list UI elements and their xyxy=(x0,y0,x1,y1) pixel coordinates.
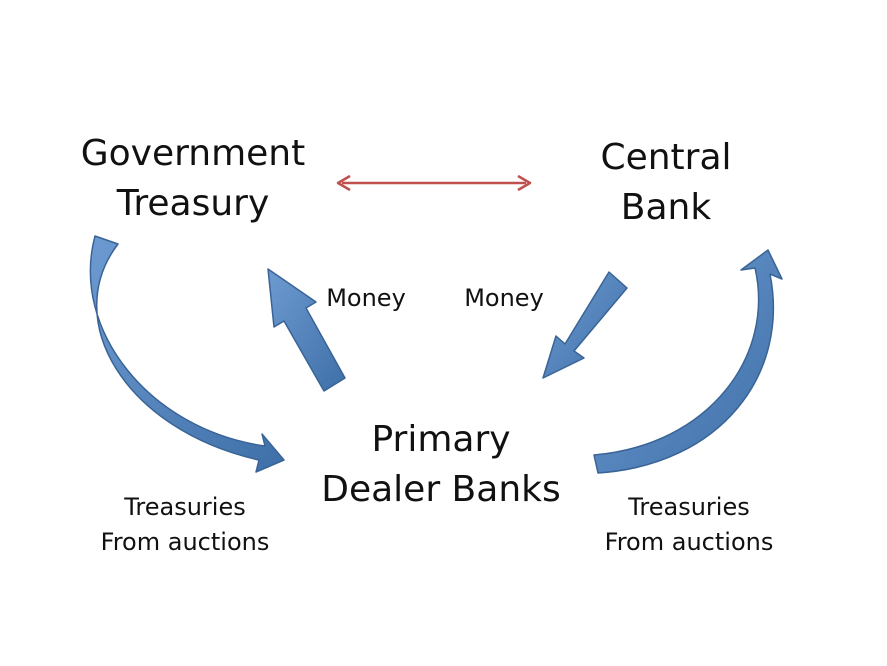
money-to-dealers-arrow xyxy=(542,271,628,379)
primary-dealer-banks-line2: Dealer Banks xyxy=(321,469,561,510)
primary-dealer-banks-line1: Primary xyxy=(371,419,511,460)
money-to-treasury-arrow xyxy=(267,268,346,392)
money-to-dealers-text: Money xyxy=(464,284,544,312)
treasury-centralbank-link-arrow xyxy=(336,174,532,192)
central-bank-line1: Central xyxy=(600,137,732,178)
money-to-treasury-text: Money xyxy=(326,284,406,312)
central-bank-line2: Bank xyxy=(620,187,712,228)
government-treasury-line1: Government xyxy=(80,133,306,174)
treasuries-right-line1: Treasuries xyxy=(628,493,750,521)
central-bank-label: Central Bank xyxy=(586,133,746,233)
government-treasury-label: Government Treasury xyxy=(72,129,314,229)
treasuries-to-dealers-curve-arrow xyxy=(89,235,285,473)
money-to-treasury-label: Money xyxy=(318,281,414,316)
treasuries-left-line1: Treasuries xyxy=(124,493,246,521)
government-treasury-line2: Treasury xyxy=(116,183,270,224)
treasuries-right-line2: From auctions xyxy=(604,528,774,556)
treasuries-right-label: Treasuries From auctions xyxy=(594,490,784,560)
treasuries-to-centralbank-curve-arrow xyxy=(593,249,783,474)
money-to-dealers-label: Money xyxy=(456,281,552,316)
treasuries-left-line2: From auctions xyxy=(100,528,270,556)
primary-dealer-banks-label: Primary Dealer Banks xyxy=(312,415,570,515)
treasuries-left-label: Treasuries From auctions xyxy=(90,490,280,560)
